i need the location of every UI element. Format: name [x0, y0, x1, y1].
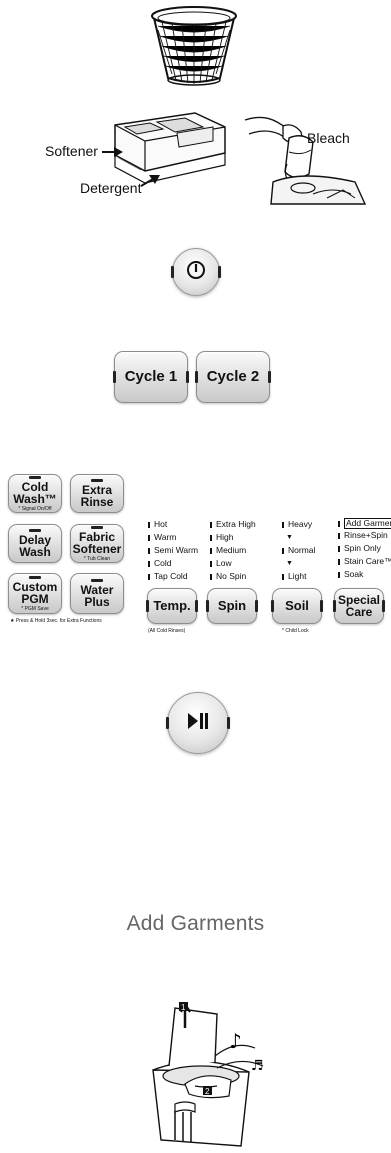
soil-options: Heavy ▼ Normal ▼ Light	[282, 518, 315, 583]
cycle-1-button[interactable]: Cycle 1	[113, 351, 189, 403]
fabric-softener-button[interactable]: Fabric Softener * Tub Clean	[70, 524, 124, 563]
temp-options: Hot Warm Semi Warm Cold Tap Cold	[148, 518, 198, 583]
option-no-spin: No Spin	[210, 570, 256, 583]
cycle-1-label: Cycle 1	[124, 368, 178, 385]
option-cold: Cold	[148, 557, 198, 570]
play-pause-icon	[187, 712, 209, 735]
soil-step-down-icon: ▼	[286, 534, 293, 541]
step-2-badge	[203, 1086, 212, 1095]
bleach-label: Bleach	[307, 130, 350, 146]
custom-pgm-label: Custom PGM	[12, 579, 58, 606]
bleach-pour-illustration	[244, 116, 367, 205]
fabric-softener-sub: * Tub Clean	[83, 555, 111, 562]
washer-lid-open-illustration: 1 2 ♪ ♬	[152, 1001, 264, 1147]
start-pause-button[interactable]	[166, 692, 230, 754]
special-care-label: Special Care	[337, 593, 381, 619]
option-heavy: Heavy	[282, 518, 315, 531]
option-low: Low	[210, 557, 256, 570]
water-plus-label: Water Plus	[80, 583, 114, 609]
step-1-number: 1	[181, 1003, 186, 1012]
softener-label: Softener	[45, 143, 98, 159]
option-high: High	[210, 531, 256, 544]
cold-wash-sub: * Signal On/Off	[18, 505, 52, 512]
add-garments-title: Add Garments	[126, 912, 265, 935]
step-2-number: 2	[205, 1087, 210, 1096]
option-tap-cold: Tap Cold	[148, 570, 198, 583]
spin-button[interactable]: Spin	[206, 588, 258, 624]
cycle-2-button[interactable]: Cycle 2	[195, 351, 271, 403]
step-1-badge	[179, 1002, 188, 1011]
cycle-2-label: Cycle 2	[206, 368, 260, 385]
spin-label: Spin	[217, 598, 247, 613]
fabric-softener-label: Fabric Softener	[72, 529, 122, 556]
special-care-options: Add Garments Rinse+Spin Spin Only Stain …	[338, 518, 391, 581]
option-semi-warm: Semi Warm	[148, 544, 198, 557]
option-warm: Warm	[148, 531, 198, 544]
option-add-garments: Add Garments	[338, 518, 391, 529]
extra-rinse-label: Extra Rinse	[80, 483, 114, 509]
soil-button[interactable]: Soil	[271, 588, 323, 624]
temp-button[interactable]: Temp.	[146, 588, 198, 624]
spin-options: Extra High High Medium Low No Spin	[210, 518, 256, 583]
option-normal: Normal	[282, 544, 315, 557]
detergent-arrow	[141, 175, 160, 187]
special-care-button[interactable]: Special Care	[333, 588, 385, 624]
water-plus-button[interactable]: Water Plus	[70, 573, 124, 614]
temp-caption: (All Cold Rinses)	[148, 628, 186, 634]
delay-wash-indicator	[29, 529, 41, 532]
softener-arrow	[102, 147, 123, 157]
option-spin-only: Spin Only	[338, 542, 391, 555]
cold-wash-label: Cold Wash™	[13, 479, 57, 506]
custom-pgm-sub: * PGM Save	[21, 605, 49, 612]
extra-rinse-indicator	[91, 479, 103, 482]
extra-rinse-button[interactable]: Extra Rinse	[70, 474, 124, 513]
option-soak: Soak	[338, 568, 391, 581]
delay-wash-label: Delay Wash	[18, 533, 52, 559]
temp-label: Temp.	[153, 598, 191, 613]
power-button[interactable]	[171, 248, 221, 296]
delay-wash-button[interactable]: Delay Wash	[8, 524, 62, 563]
cold-wash-button[interactable]: Cold Wash™ * Signal On/Off	[8, 474, 62, 513]
option-stain-care: Stain Care™	[338, 555, 391, 568]
custom-pgm-button[interactable]: Custom PGM * PGM Save	[8, 573, 62, 614]
option-rinse-spin: Rinse+Spin	[338, 529, 391, 542]
soil-label: Soil	[285, 598, 309, 613]
extra-functions-footnote: ★ Press & Hold 3sec. for Extra Functions	[10, 618, 102, 624]
fabric-softener-indicator	[91, 525, 103, 529]
power-icon	[186, 260, 206, 285]
soil-caption: * Child Lock	[282, 628, 309, 634]
custom-pgm-indicator	[29, 575, 41, 579]
option-hot: Hot	[148, 518, 198, 531]
cold-wash-indicator	[29, 475, 41, 479]
soil-step-down-icon-2: ▼	[286, 560, 293, 567]
option-medium: Medium	[210, 544, 256, 557]
music-note-icon: ♪	[229, 1029, 242, 1053]
detergent-label: Detergent	[80, 180, 142, 196]
laundry-basket-illustration	[151, 6, 237, 86]
option-light: Light	[282, 570, 315, 583]
music-note-icon-small: ♬	[251, 1058, 264, 1074]
option-extra-high: Extra High	[210, 518, 256, 531]
water-plus-indicator	[91, 579, 103, 582]
